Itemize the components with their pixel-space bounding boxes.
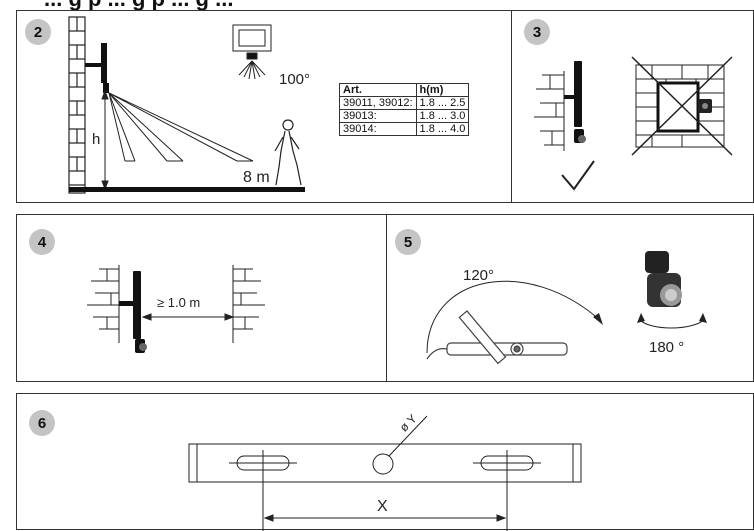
brick-wall-left: [534, 71, 565, 151]
clearance-arrow: [141, 313, 235, 321]
panel-adjustment: 5 120° 180 °: [386, 214, 754, 382]
adjustment-diagram: [426, 251, 707, 365]
dimension-x-arrow: [263, 514, 507, 522]
mounting-height-label: h: [92, 131, 101, 148]
detection-angle-label: 100°: [279, 71, 311, 88]
table-cell: 39013:: [339, 109, 417, 123]
tilt-angle-label: 120°: [463, 267, 495, 284]
floodlight-icon: [119, 271, 147, 353]
panel-mounting-height: 2: [16, 10, 512, 203]
panel-clearance: 4 ≥ 1.0 m: [16, 214, 387, 382]
brick-wall: [68, 16, 86, 194]
rotation-arrowhead-left: [637, 313, 645, 323]
clearance-diagram: [87, 265, 265, 353]
drilling-template-diagram: [188, 415, 582, 531]
table-row: 39014: 1.8 ... 4.0: [339, 122, 470, 136]
table-header: h(m): [415, 83, 470, 97]
bracket-outline: [188, 443, 582, 483]
clearance-distance-label: ≥ 1.0 m: [157, 295, 201, 310]
cross-icon: [631, 56, 733, 156]
correct-floodlight-icon: [564, 61, 586, 143]
table-row: 39013: 1.8 ... 3.0: [339, 109, 470, 123]
floodlight-sensor-icon: [232, 24, 272, 80]
panel-orientation: 3: [511, 10, 754, 203]
rotation-angle-label: 180 °: [649, 339, 685, 356]
table-cell: 39011, 39012:: [339, 96, 417, 110]
height-arrow: [101, 89, 109, 191]
detection-beams: [108, 92, 254, 162]
step-number-2: 2: [25, 19, 51, 45]
brick-wall-left: [87, 265, 120, 343]
person-icon: [274, 119, 302, 186]
table-cell: 1.8 ... 4.0: [415, 122, 470, 136]
height-spec-table: Art. h(m) 39011, 39012: 1.8 ... 2.5 3901…: [339, 83, 470, 136]
table-cell: 1.8 ... 2.5: [415, 96, 470, 110]
floodlight-icon: [85, 43, 109, 93]
center-hole: [372, 453, 394, 475]
orientation-diagram: [534, 56, 733, 191]
step-number-6: 6: [29, 410, 55, 436]
table-header: Art.: [339, 83, 417, 97]
tilt-arc: [426, 280, 602, 354]
mounting-height-diagram: [68, 16, 305, 194]
page-title-fragment: ... g p ... g p ... g ...: [44, 0, 233, 12]
table-cell: 1.8 ... 3.0: [415, 109, 470, 123]
floodlight-side-icon: [426, 310, 568, 365]
checkmark-icon: [561, 160, 595, 191]
detection-distance-label: 8 m: [243, 169, 270, 186]
diameter-leader: [388, 415, 428, 457]
table-row: 39011, 39012: 1.8 ... 2.5: [339, 96, 470, 110]
table-cell: 39014:: [339, 122, 417, 136]
hole-spacing-label: X: [377, 498, 388, 515]
tilt-arrowhead: [593, 313, 603, 325]
panel-drilling-template: 6 ø Y X: [16, 393, 754, 531]
step-number-4: 4: [29, 229, 55, 255]
brick-wall-right: [232, 265, 265, 343]
rotation-arc: [638, 318, 706, 329]
sensor-head-icon: [645, 251, 682, 307]
step-number-5: 5: [395, 229, 421, 255]
rotation-arrowhead-right: [699, 313, 707, 323]
ground-line: [69, 187, 305, 192]
step-number-3: 3: [524, 19, 550, 45]
